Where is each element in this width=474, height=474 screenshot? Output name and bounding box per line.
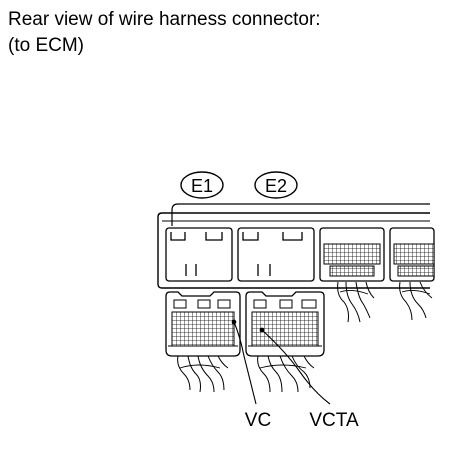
leader-vc <box>233 321 257 405</box>
connector-label-e2-text: E2 <box>265 176 287 196</box>
socket-e2 <box>237 227 315 282</box>
socket-e1 <box>165 227 233 282</box>
harness-plug-e2 <box>245 291 325 357</box>
harness-wires-4 <box>399 281 433 321</box>
socket-3 <box>319 227 385 282</box>
connector-label-e1: E1 <box>180 171 224 199</box>
figure-caption: Rear view of wire harness connector: (to… <box>8 7 321 59</box>
harness-wires-e2 <box>257 355 315 393</box>
connector-bracket <box>171 203 430 226</box>
terminal-label-vc: VC <box>245 410 271 431</box>
socket-4 <box>389 227 435 282</box>
harness-wires-3 <box>337 281 375 323</box>
ecm-housing <box>157 212 430 289</box>
harness-plug-e1 <box>165 291 241 357</box>
connector-label-e1-text: E1 <box>191 176 213 196</box>
leader-vcta <box>261 329 331 405</box>
caption-line-1: Rear view of wire harness connector: <box>8 9 321 30</box>
connector-label-e2: E2 <box>254 171 298 199</box>
terminal-leaders <box>231 319 331 405</box>
harness-wires-e1 <box>177 355 229 393</box>
caption-line-2: (to ECM) <box>8 35 84 56</box>
terminal-label-vcta: VCTA <box>309 410 359 431</box>
